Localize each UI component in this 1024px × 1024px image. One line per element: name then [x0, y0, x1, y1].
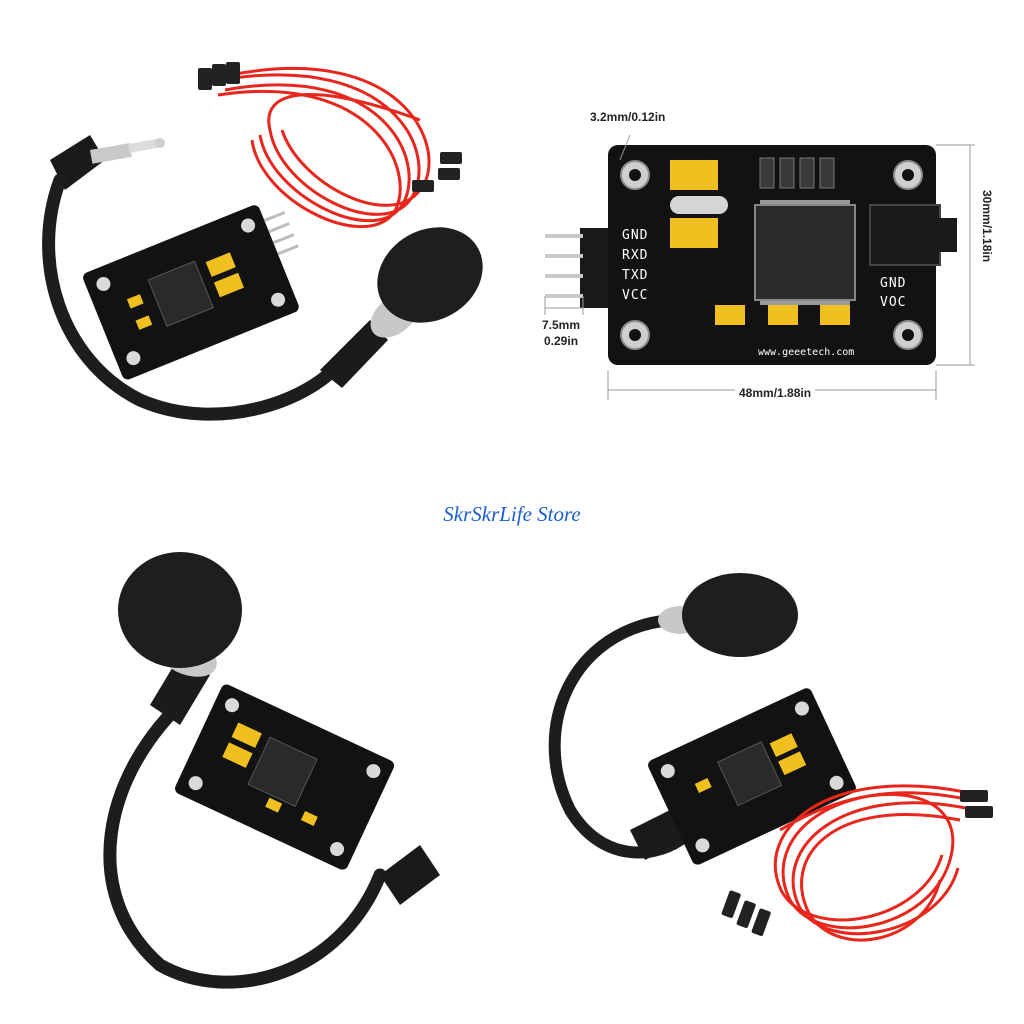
- main-chip: [754, 204, 856, 301]
- product-photo-top-left: [20, 40, 490, 440]
- dim-height: 30mm/1.18in: [980, 190, 994, 263]
- mic-foam-windscreen: [377, 227, 483, 323]
- dimension-board-graphic: [544, 134, 975, 400]
- mic-label-gnd: GND: [880, 276, 907, 291]
- jumper-wires: [773, 784, 976, 942]
- audio-jack: [869, 204, 941, 266]
- pin-label-vcc: VCC: [622, 288, 649, 303]
- jumper-wires: [217, 67, 431, 228]
- top-header-pads: [759, 157, 835, 189]
- dim-hole: 3.2mm/0.12in: [590, 110, 666, 124]
- pcb-module: [83, 205, 299, 380]
- module-assembly-graphic: [42, 62, 483, 421]
- bottom-right-graphic: [548, 573, 993, 942]
- header-pins: [545, 228, 610, 308]
- pin-label-txd: TXD: [622, 268, 649, 283]
- website-silkscreen: www.geeetech.com: [758, 347, 855, 358]
- audio-plug: [50, 135, 165, 190]
- right-angle-plug: [630, 810, 685, 860]
- wire-connectors: [198, 62, 462, 192]
- microphone: [320, 227, 483, 388]
- gooseneck-cable: [42, 173, 357, 421]
- pin-label-gnd: GND: [622, 228, 649, 243]
- product-photo-bottom-left: [80, 545, 460, 1005]
- store-name: SkrSkrLife Store: [443, 502, 581, 526]
- dim-width: 48mm/1.88in: [735, 386, 816, 400]
- pin-label-rxd: RXD: [622, 248, 649, 263]
- mic-foam-windscreen: [118, 552, 242, 668]
- mic-label-voc: VOC: [880, 295, 907, 310]
- dim-pin-mm: 7.5mm: [542, 318, 581, 332]
- pcb-module: [648, 688, 856, 865]
- dimension-drawing: GND RXD TXD VCC GND VOC www.geeetech.com…: [530, 100, 1010, 420]
- tantalum-capacitors: [670, 160, 850, 325]
- bottom-left-graphic: [103, 552, 440, 989]
- crystal-oscillator: [670, 196, 728, 214]
- wire-connectors: [721, 790, 993, 936]
- mic-foam-windscreen: [682, 573, 798, 657]
- product-photo-bottom-right: [530, 570, 1010, 970]
- mounting-holes: [620, 160, 923, 350]
- dimension-lines: [544, 134, 975, 400]
- dim-pin-in: 0.29in: [544, 334, 579, 348]
- pcb-module: [175, 684, 395, 870]
- right-angle-plug: [380, 845, 440, 905]
